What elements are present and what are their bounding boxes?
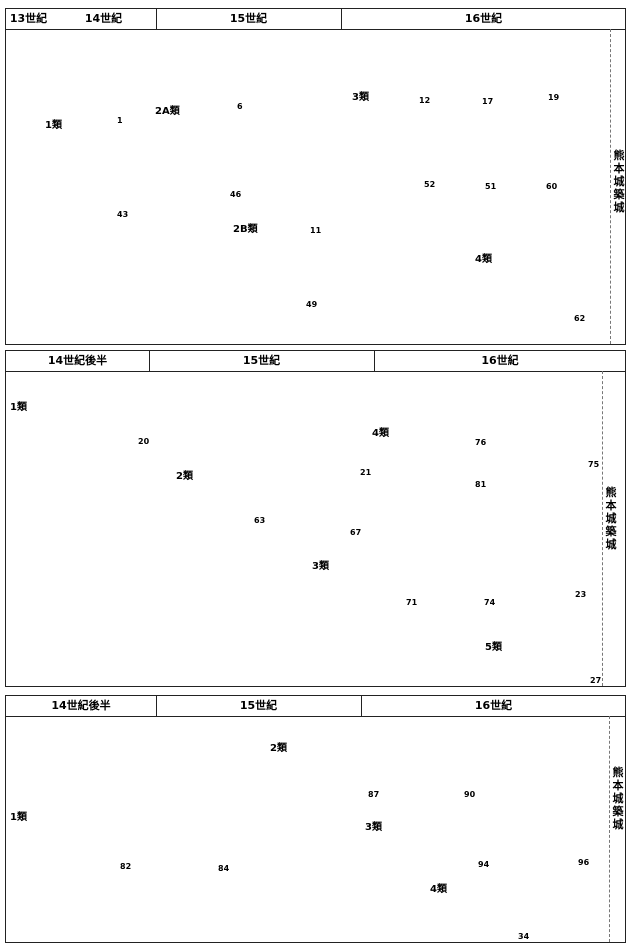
type-label: 5類 <box>485 638 502 653</box>
castle-line <box>610 29 611 344</box>
specimen-number: 62 <box>574 314 585 323</box>
specimen-number: 11 <box>310 226 321 235</box>
panel-3-header: 14世紀後半 15世紀 16世紀 <box>6 696 625 717</box>
specimen-number: 81 <box>475 480 486 489</box>
specimen-number: 20 <box>138 437 149 446</box>
side-label: 熊本城築城 <box>604 486 618 551</box>
type-label: 4類 <box>372 424 389 439</box>
type-label: 4類 <box>475 250 492 265</box>
type-label: 4類 <box>430 880 447 895</box>
header-cell: 14世紀 <box>51 9 156 29</box>
type-label: 3類 <box>352 88 369 103</box>
type-label: 1類 <box>10 808 27 823</box>
specimen-number: 46 <box>230 190 241 199</box>
specimen-number: 19 <box>548 93 559 102</box>
specimen-number: 87 <box>368 790 379 799</box>
specimen-number: 96 <box>578 858 589 867</box>
panel-2: 14世紀後半 15世紀 16世紀 熊本城築城 <box>5 350 626 687</box>
specimen-number: 49 <box>306 300 317 309</box>
specimen-number: 67 <box>350 528 361 537</box>
specimen-number: 84 <box>218 864 229 873</box>
side-label: 熊本城築城 <box>612 149 626 214</box>
specimen-number: 94 <box>478 860 489 869</box>
side-label: 熊本城築城 <box>611 766 625 831</box>
header-cell: 15世紀 <box>156 9 341 29</box>
specimen-number: 27 <box>590 676 601 685</box>
specimen-number: 51 <box>485 182 496 191</box>
specimen-number: 34 <box>518 932 529 941</box>
header-cell: 16世紀 <box>341 9 626 29</box>
specimen-number: 43 <box>117 210 128 219</box>
type-label: 2A類 <box>155 102 180 117</box>
panel-1-header: 13世紀 14世紀 15世紀 16世紀 <box>6 9 625 30</box>
header-cell: 16世紀 <box>361 696 626 716</box>
type-label: 2類 <box>176 467 193 482</box>
panel-1: 13世紀 14世紀 15世紀 16世紀 熊本城築城 <box>5 8 626 345</box>
specimen-number: 1 <box>117 116 123 125</box>
type-label: 1類 <box>10 398 27 413</box>
specimen-number: 6 <box>237 102 243 111</box>
castle-line <box>602 371 603 686</box>
castle-line <box>609 716 610 942</box>
header-cell: 15世紀 <box>156 696 361 716</box>
specimen-number: 60 <box>546 182 557 191</box>
specimen-number: 76 <box>475 438 486 447</box>
specimen-number: 82 <box>120 862 131 871</box>
type-label: 1類 <box>45 116 62 131</box>
specimen-number: 74 <box>484 598 495 607</box>
type-label: 3類 <box>312 557 329 572</box>
specimen-number: 52 <box>424 180 435 189</box>
specimen-number: 17 <box>482 97 493 106</box>
specimen-number: 12 <box>419 96 430 105</box>
type-label: 2類 <box>270 739 287 754</box>
specimen-number: 75 <box>588 460 599 469</box>
specimen-number: 71 <box>406 598 417 607</box>
header-cell: 16世紀 <box>374 351 626 371</box>
header-cell: 15世紀 <box>149 351 374 371</box>
panel-3: 14世紀後半 15世紀 16世紀 熊本城築城 <box>5 695 626 943</box>
header-cell: 14世紀後半 <box>6 696 156 716</box>
specimen-number: 21 <box>360 468 371 477</box>
type-label: 3類 <box>365 818 382 833</box>
specimen-number: 23 <box>575 590 586 599</box>
panel-2-header: 14世紀後半 15世紀 16世紀 <box>6 351 625 372</box>
type-label: 2B類 <box>233 220 258 235</box>
specimen-number: 63 <box>254 516 265 525</box>
header-cell: 14世紀後半 <box>6 351 149 371</box>
header-cell: 13世紀 <box>6 9 51 29</box>
specimen-number: 90 <box>464 790 475 799</box>
